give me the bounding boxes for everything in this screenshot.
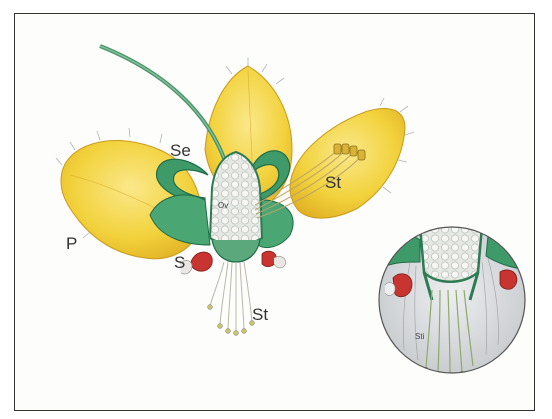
stamens-lower <box>210 262 252 332</box>
label-ovary: Ov <box>218 202 228 210</box>
sepal-base-right <box>258 200 293 248</box>
label-stigma: S <box>174 254 185 271</box>
receptacle <box>212 240 260 262</box>
label-stamen-upper: St <box>325 174 341 191</box>
label-inset-style: Sti <box>415 333 424 341</box>
label-stamen-lower: St <box>252 306 268 323</box>
label-petal: P <box>66 235 77 252</box>
label-sepal: Se <box>170 142 191 159</box>
petal-right <box>290 109 405 219</box>
stigma-right <box>262 251 286 268</box>
